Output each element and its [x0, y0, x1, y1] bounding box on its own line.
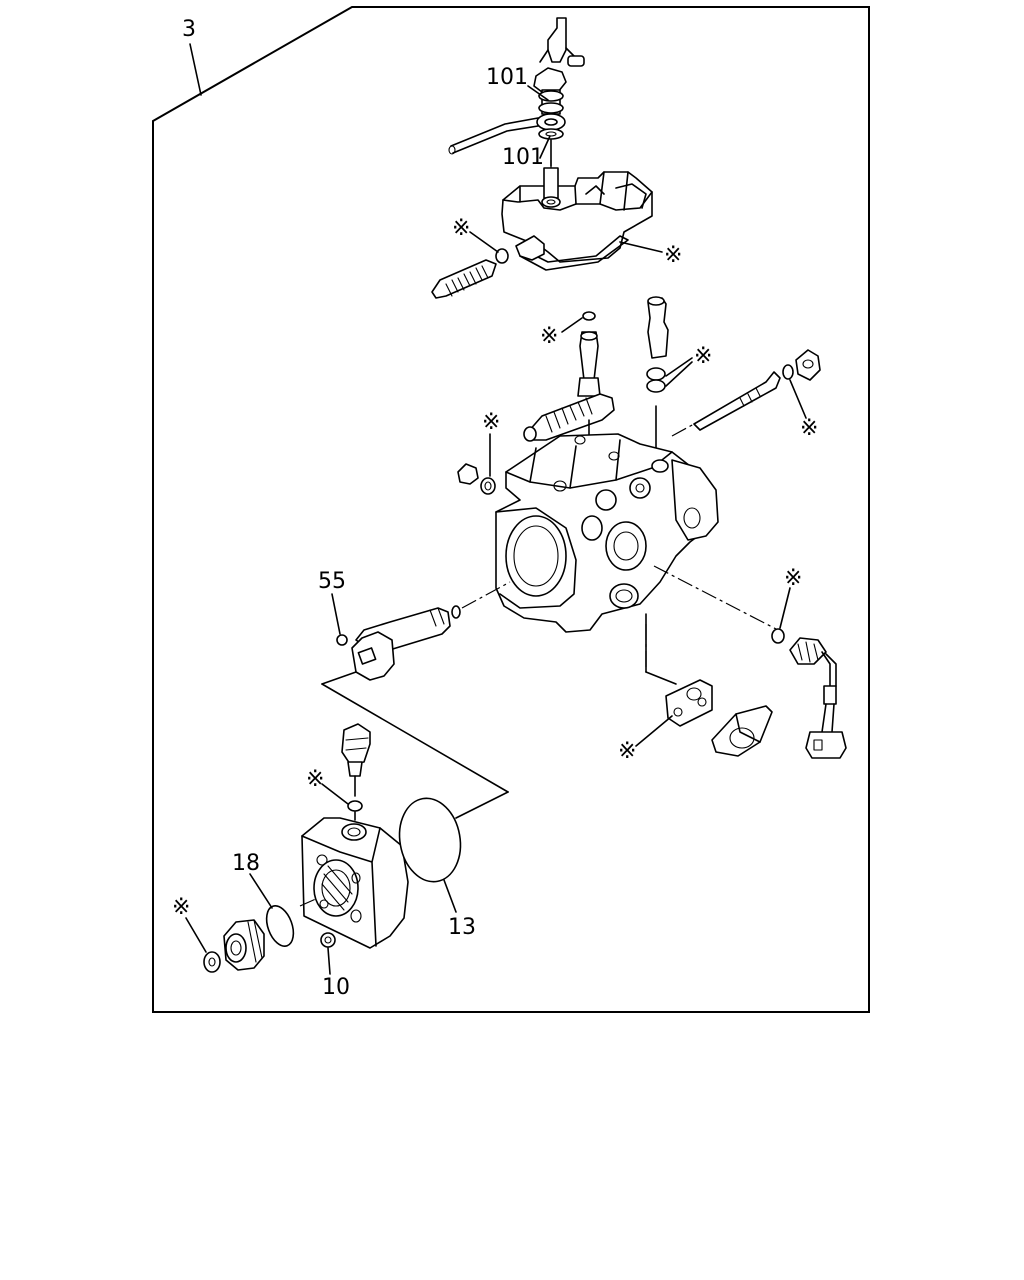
leader-101-upper — [527, 85, 549, 101]
asterisk-marker: ※ — [540, 324, 558, 349]
leader-10 — [327, 947, 331, 975]
asterisk-marker: ※ — [618, 739, 636, 764]
asterisk-marker: ※ — [664, 243, 682, 268]
asterisk-marker: ※ — [172, 895, 190, 920]
leader-18 — [249, 873, 273, 909]
leader-55 — [331, 593, 341, 635]
label-part-101-upper: 101 — [486, 65, 528, 90]
label-part-13: 13 — [448, 915, 476, 940]
label-part-10: 10 — [322, 975, 350, 1000]
leader-3 — [189, 43, 202, 96]
asterisk-marker: ※ — [306, 767, 324, 792]
label-assembly-3: 3 — [182, 17, 196, 42]
pump-body — [321, 296, 847, 819]
asterisk-marker: ※ — [482, 410, 500, 435]
leader-101-lower — [539, 135, 551, 159]
asterisk-marker: ※ — [694, 344, 712, 369]
diagram-frame — [152, 6, 870, 1013]
asterisk-marker: ※ — [784, 566, 802, 591]
label-part-101-lower: 101 — [502, 145, 544, 170]
asterisk-marker: ※ — [452, 216, 470, 241]
label-part-18: 18 — [232, 851, 260, 876]
bottom-housing-assembly — [203, 723, 462, 973]
leader-13 — [443, 879, 457, 913]
top-valve-assembly — [431, 17, 653, 299]
asterisk-marker: ※ — [800, 416, 818, 441]
label-part-55: 55 — [318, 569, 346, 594]
